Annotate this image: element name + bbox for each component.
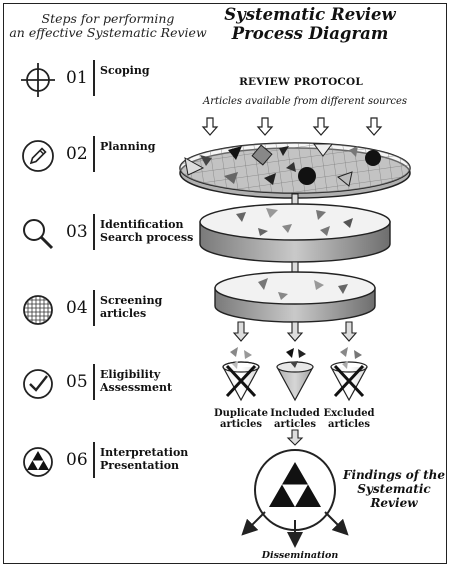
step-divider — [93, 364, 95, 400]
excluded-cone — [330, 361, 368, 402]
step-divider — [93, 442, 95, 478]
cone-particles — [230, 347, 362, 359]
step-label-line: Eligibility — [100, 368, 161, 381]
caption-line: articles — [219, 419, 263, 430]
step-eligibility: 05 Eligibility Assessment — [18, 362, 218, 408]
magnifier-icon — [23, 219, 54, 250]
step-label-line: Presentation — [100, 459, 180, 472]
step-number: 03 — [66, 222, 88, 242]
step-number: 06 — [66, 450, 88, 470]
step-label-line: Scoping — [100, 64, 150, 77]
identification-funnel — [199, 203, 391, 263]
crosshair-icon — [21, 63, 55, 97]
caption-line: Included — [270, 408, 320, 419]
step-label-line: Planning — [100, 140, 156, 153]
caption-line: Duplicate — [213, 408, 269, 419]
findings-label: Findings of the Systematic Review — [340, 468, 448, 510]
split-arrows — [232, 321, 358, 342]
excluded-articles-label: Excluded articles — [319, 408, 379, 430]
step-identification: 03 Identification Search process — [18, 212, 218, 258]
sources-label: Articles available from different source… — [203, 96, 407, 107]
steps-title-line-1: Steps for performing — [41, 11, 175, 26]
source-arrows — [201, 117, 383, 136]
step-label-line: Screening — [100, 294, 163, 307]
step-number: 04 — [66, 298, 88, 318]
step-divider — [93, 214, 95, 250]
step-label-line: Interpretation — [100, 446, 189, 459]
step-divider — [93, 60, 95, 96]
included-cone — [276, 361, 314, 402]
caption-line: articles — [327, 419, 371, 430]
step-number: 05 — [66, 372, 88, 392]
diagram-title-line-2: Process Diagram — [231, 24, 389, 43]
step-label-line: Assessment — [100, 381, 173, 394]
step-label: Screening articles — [100, 294, 220, 320]
step-label: Eligibility Assessment — [100, 368, 220, 394]
step-label: Interpretation Presentation — [100, 446, 220, 472]
step-label-line: articles — [100, 307, 147, 320]
step-number: 01 — [66, 68, 88, 88]
step-divider — [93, 136, 95, 172]
diagram-title-line-1: Systematic Review — [224, 5, 396, 24]
step-label: Planning — [100, 140, 220, 153]
step-planning: 02 Planning — [18, 134, 218, 180]
pencil-icon — [22, 140, 54, 172]
dissemination-label: Dissemination — [261, 550, 339, 561]
screening-funnel — [214, 271, 376, 323]
step-label-line: Identification — [100, 218, 184, 231]
step-number: 02 — [66, 144, 88, 164]
step-interpretation: 06 Interpretation Presentation — [18, 440, 218, 486]
step-divider — [93, 290, 95, 326]
triangle-emblem-icon — [23, 447, 53, 477]
caption-line: Excluded — [323, 408, 375, 419]
step-label-line: Search process — [100, 231, 194, 244]
source-disc — [179, 142, 411, 199]
duplicate-cone — [222, 361, 260, 402]
step-screening: 04 Screening articles — [18, 288, 218, 334]
included-articles-label: Included articles — [265, 408, 325, 430]
checkmark-icon — [23, 369, 53, 399]
step-label: Identification Search process — [100, 218, 220, 244]
findings-line: Findings of the — [342, 468, 446, 482]
duplicate-articles-label: Duplicate articles — [211, 408, 271, 430]
flow-arrow — [286, 429, 304, 446]
step-label: Scoping — [100, 64, 220, 77]
review-protocol-label: REVIEW PROTOCOL — [239, 76, 363, 88]
diagram-title: Systematic Review Process Diagram — [210, 5, 410, 43]
findings-line: Systematic Review — [357, 482, 431, 510]
grid-globe-icon — [23, 295, 53, 325]
steps-title-line-2: an effective Systematic Review — [9, 25, 207, 40]
steps-title: Steps for performing an effective System… — [8, 12, 208, 40]
findings-emblem — [241, 449, 349, 548]
caption-line: articles — [273, 419, 317, 430]
step-scoping: 01 Scoping — [18, 58, 218, 104]
